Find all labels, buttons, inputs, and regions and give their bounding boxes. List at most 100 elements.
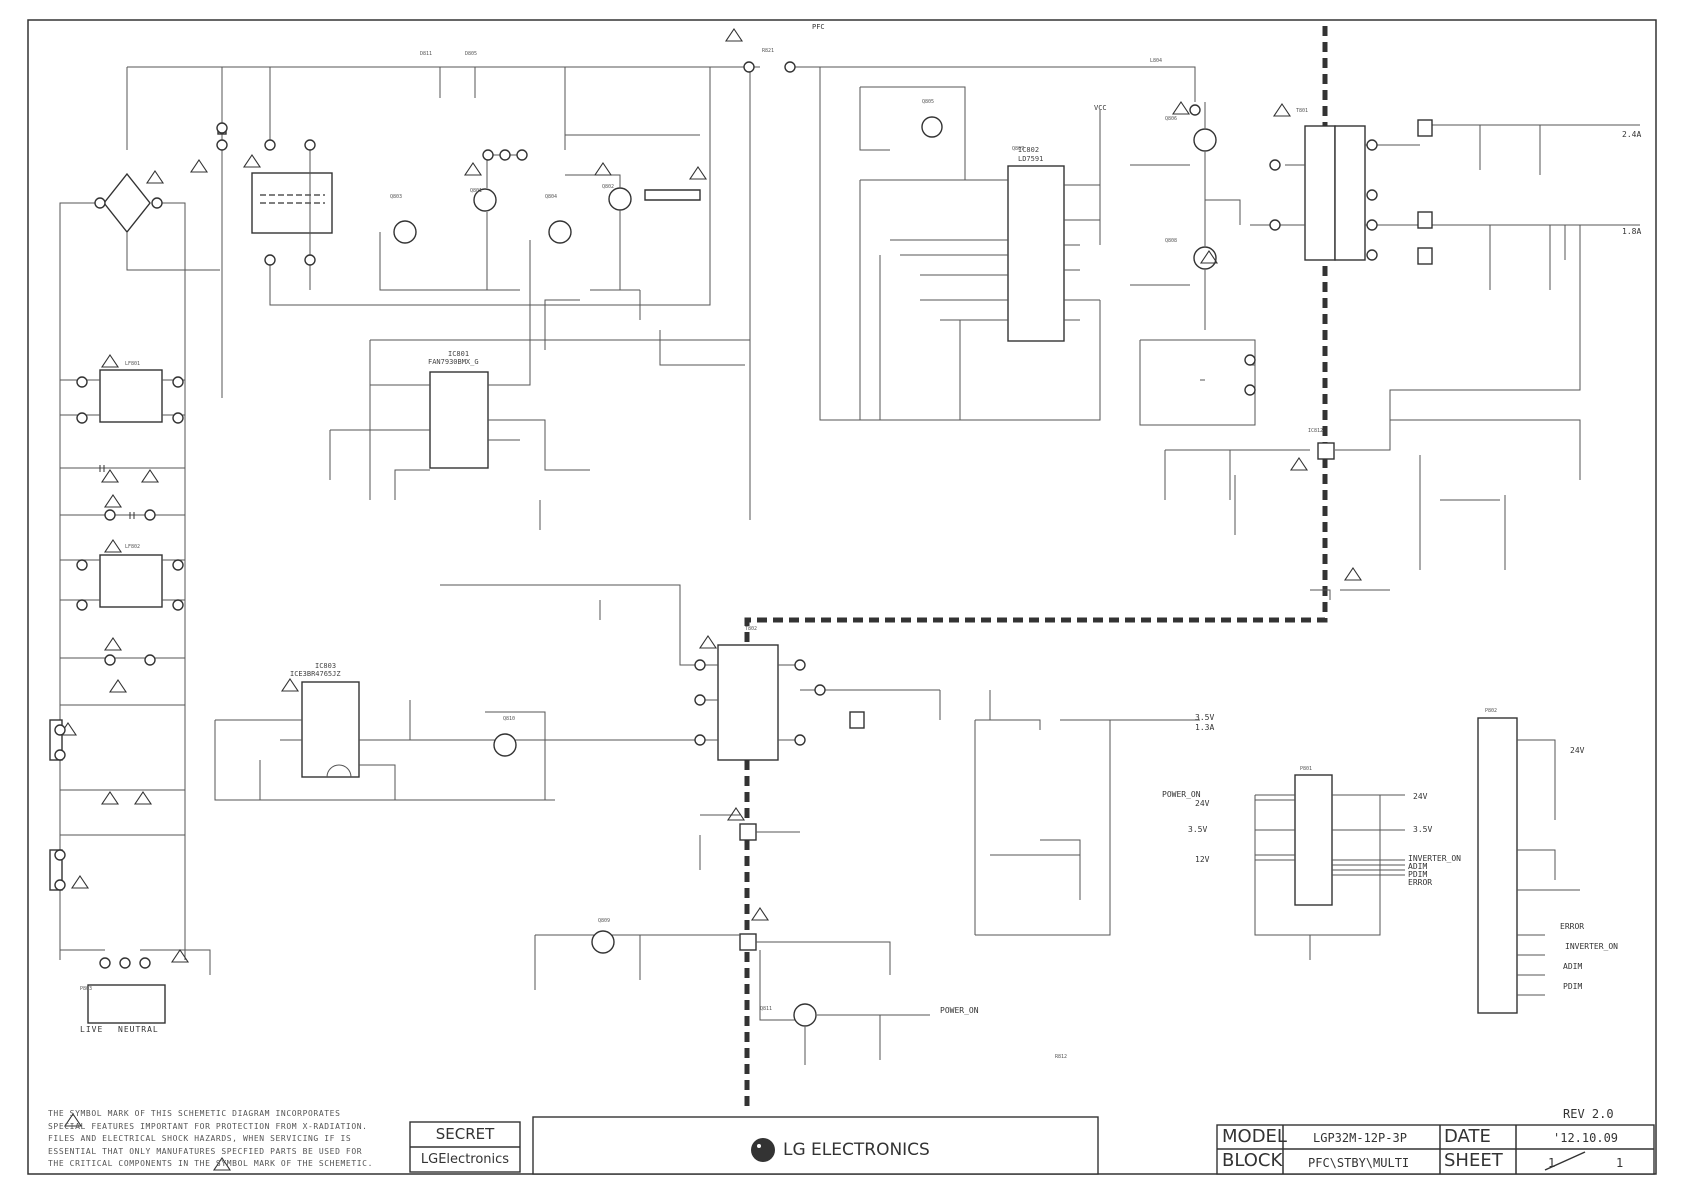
connectors — [1254, 717, 1580, 1014]
svg-text:P801: P801 — [1300, 766, 1312, 772]
pfc-mosfet-2 — [608, 187, 632, 211]
line-filter-1 — [99, 369, 163, 423]
output-3v5-label: 3.5V — [1195, 713, 1215, 722]
note-line-3: FILES AND ELECTRICAL SHOCK HAZARDS, WHEN… — [48, 1134, 352, 1143]
company-box — [532, 1116, 1099, 1175]
llc-transformer-secondary — [1334, 125, 1366, 261]
date-label: DATE — [1444, 1126, 1491, 1147]
svg-text:Q807: Q807 — [1012, 146, 1024, 152]
feedback-optocoupler — [1317, 442, 1335, 460]
stby-ic-part: ICE3BR4765JZ — [290, 670, 341, 678]
live-label: LIVE — [80, 1025, 104, 1034]
title-block — [409, 1116, 1655, 1175]
standby-section — [214, 584, 1200, 1065]
pfc-mosfet-1 — [473, 188, 497, 212]
standby-transformer — [717, 644, 779, 761]
svg-text:T802: T802 — [745, 626, 757, 632]
sig-adim: ADIM — [1408, 862, 1428, 871]
sig-error: ERROR — [1408, 878, 1433, 887]
pfc-section — [59, 66, 1196, 530]
warning-symbols — [58, 28, 1363, 1171]
sig-24v-out: 24V — [1413, 792, 1428, 801]
note-line-1: THE SYMBOL MARK OF THIS SCHEMETIC DIAGRA… — [48, 1109, 341, 1118]
note-line-4: ESSENTIAL THAT ONLY MANUFATURES SPECFIED… — [48, 1146, 363, 1156]
svg-text:LF801: LF801 — [125, 361, 140, 367]
pfc-ic-part: FAN7930BMX_G — [428, 358, 479, 366]
company-logo-text: LG ELECTRONICS — [783, 1140, 930, 1160]
svg-text:P802: P802 — [1485, 708, 1497, 714]
pfc-net-label: PFC — [812, 23, 825, 31]
svg-text:Q805: Q805 — [922, 99, 934, 105]
svg-text:R821: R821 — [762, 48, 774, 54]
block-value: PFC\STBY\MULTI — [1308, 1156, 1410, 1170]
svg-text:Q811: Q811 — [760, 1006, 772, 1012]
lg-logo — [751, 1138, 775, 1162]
svg-text:Q801: Q801 — [470, 188, 482, 194]
svg-text:LF802: LF802 — [125, 544, 140, 550]
model-label: MODEL — [1222, 1126, 1287, 1147]
isolation-barrier — [744, 26, 1328, 1112]
svg-text:R812: R812 — [1055, 1054, 1067, 1060]
svg-text:Q802: Q802 — [602, 184, 614, 190]
conn-error: ERROR — [1560, 922, 1585, 931]
svg-text:D811: D811 — [420, 51, 432, 57]
svg-text:Q808: Q808 — [1165, 238, 1177, 244]
svg-text:D805: D805 — [465, 51, 477, 57]
llc-mosfet-high — [1193, 128, 1217, 152]
sig-3v5-in: 3.5V — [1188, 825, 1208, 834]
power-on-net: POWER_ON — [940, 1006, 979, 1015]
block-label: BLOCK — [1222, 1150, 1283, 1171]
inverter-connector — [1477, 717, 1518, 1014]
bridge-rectifier — [103, 172, 151, 234]
pfc-ic-ref: IC801 — [448, 350, 470, 358]
sheet-current: 1 — [1548, 1156, 1556, 1170]
sig-3v5-out: 3.5V — [1413, 825, 1433, 834]
svg-text:Q804: Q804 — [545, 194, 557, 200]
standby-ic — [301, 681, 360, 778]
date-value: '12.10.09 — [1553, 1131, 1619, 1145]
note-line-5: THE CRITICAL COMPONENTS IN THE SYMBOL MA… — [48, 1159, 373, 1168]
conn-24v-top: 24V — [1570, 746, 1585, 755]
output-3v5-current: 1.3A — [1195, 723, 1215, 732]
svg-text:IC812: IC812 — [1308, 428, 1323, 434]
stby-ic-ref: IC803 — [315, 662, 337, 670]
main-board-connector — [1294, 774, 1333, 906]
secret-label: SECRET — [435, 1125, 495, 1143]
company-small: LGElectronics — [420, 1152, 510, 1167]
svg-text:P803: P803 — [80, 986, 92, 992]
svg-text:L804: L804 — [1150, 58, 1162, 64]
llc-ic-ref: IC802 — [1018, 146, 1040, 154]
sheet-total: 1 — [1616, 1156, 1624, 1170]
conn-inverter-on: INVERTER_ON — [1565, 942, 1618, 951]
llc-section — [859, 86, 1640, 600]
standby-optocoupler — [739, 823, 757, 841]
conn-adim: ADIM — [1563, 962, 1583, 971]
conn-pdim: PDIM — [1563, 982, 1583, 991]
output-24v-current: 2.4A — [1622, 130, 1642, 139]
llc-transformer-primary — [1304, 125, 1336, 261]
connection-nodes — [54, 61, 1378, 969]
pfc-ic — [429, 371, 489, 469]
sig-24v-in: 24V — [1195, 799, 1210, 808]
llc-ic — [1007, 165, 1065, 342]
note-line-2: SPECIAL FEATURES IMPORTANT FOR PROTECTIO… — [48, 1121, 368, 1131]
sig-inverter-on: INVERTER_ON — [1408, 854, 1461, 863]
sheet-label: SHEET — [1444, 1150, 1503, 1171]
ac-input-connector — [87, 984, 166, 1024]
llc-mosfet-low — [1193, 246, 1217, 270]
emi-filter — [49, 369, 211, 1024]
power-on-optocoupler — [739, 933, 757, 951]
svg-text:T801: T801 — [1296, 108, 1308, 114]
svg-text:Q809: Q809 — [598, 918, 610, 924]
vcc-net-label: VCC — [1094, 104, 1107, 112]
sig-pdim: PDIM — [1408, 870, 1428, 879]
safety-notes: THE SYMBOL MARK OF THIS SCHEMETIC DIAGRA… — [48, 1108, 373, 1171]
svg-text:Q810: Q810 — [503, 716, 515, 722]
sig-12v-in: 12V — [1195, 855, 1210, 864]
llc-ic-part: LD7591 — [1018, 155, 1044, 163]
model-value: LGP32M-12P-3P — [1313, 1131, 1407, 1145]
sig-power-on: POWER_ON — [1162, 790, 1201, 799]
svg-text:Q806: Q806 — [1165, 116, 1177, 122]
